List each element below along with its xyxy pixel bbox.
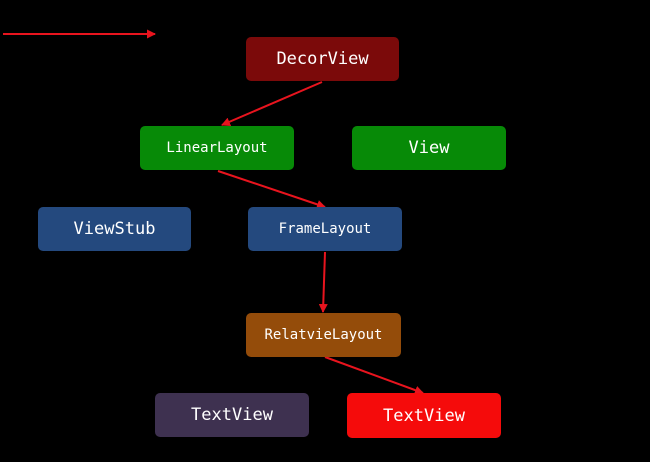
text-view-left-label: TextView — [191, 405, 273, 425]
text-view-node-left: TextView — [155, 393, 309, 437]
view-stub-node: ViewStub — [38, 207, 191, 251]
edge-decor-to-linear — [221, 81, 323, 126]
decor-view-label: DecorView — [276, 49, 369, 69]
frame-layout-label: FrameLayout — [278, 221, 372, 237]
view-label: View — [408, 138, 450, 158]
frame-layout-node: FrameLayout — [248, 207, 402, 251]
decor-view-node: DecorView — [246, 37, 399, 81]
edge-relative-to-textview — [324, 356, 424, 395]
relatvie-layout-label: RelatvieLayout — [264, 327, 383, 343]
linear-layout-node: LinearLayout — [140, 126, 294, 170]
linear-layout-label: LinearLayout — [166, 140, 268, 156]
edge-frame-to-relative — [318, 251, 328, 313]
text-view-right-label: TextView — [383, 405, 465, 426]
edge-linear-to-frame — [217, 170, 326, 209]
view-stub-label: ViewStub — [73, 219, 156, 239]
text-view-node-right: TextView — [347, 393, 501, 438]
relatvie-layout-node: RelatvieLayout — [246, 313, 401, 357]
view-node: View — [352, 126, 506, 170]
